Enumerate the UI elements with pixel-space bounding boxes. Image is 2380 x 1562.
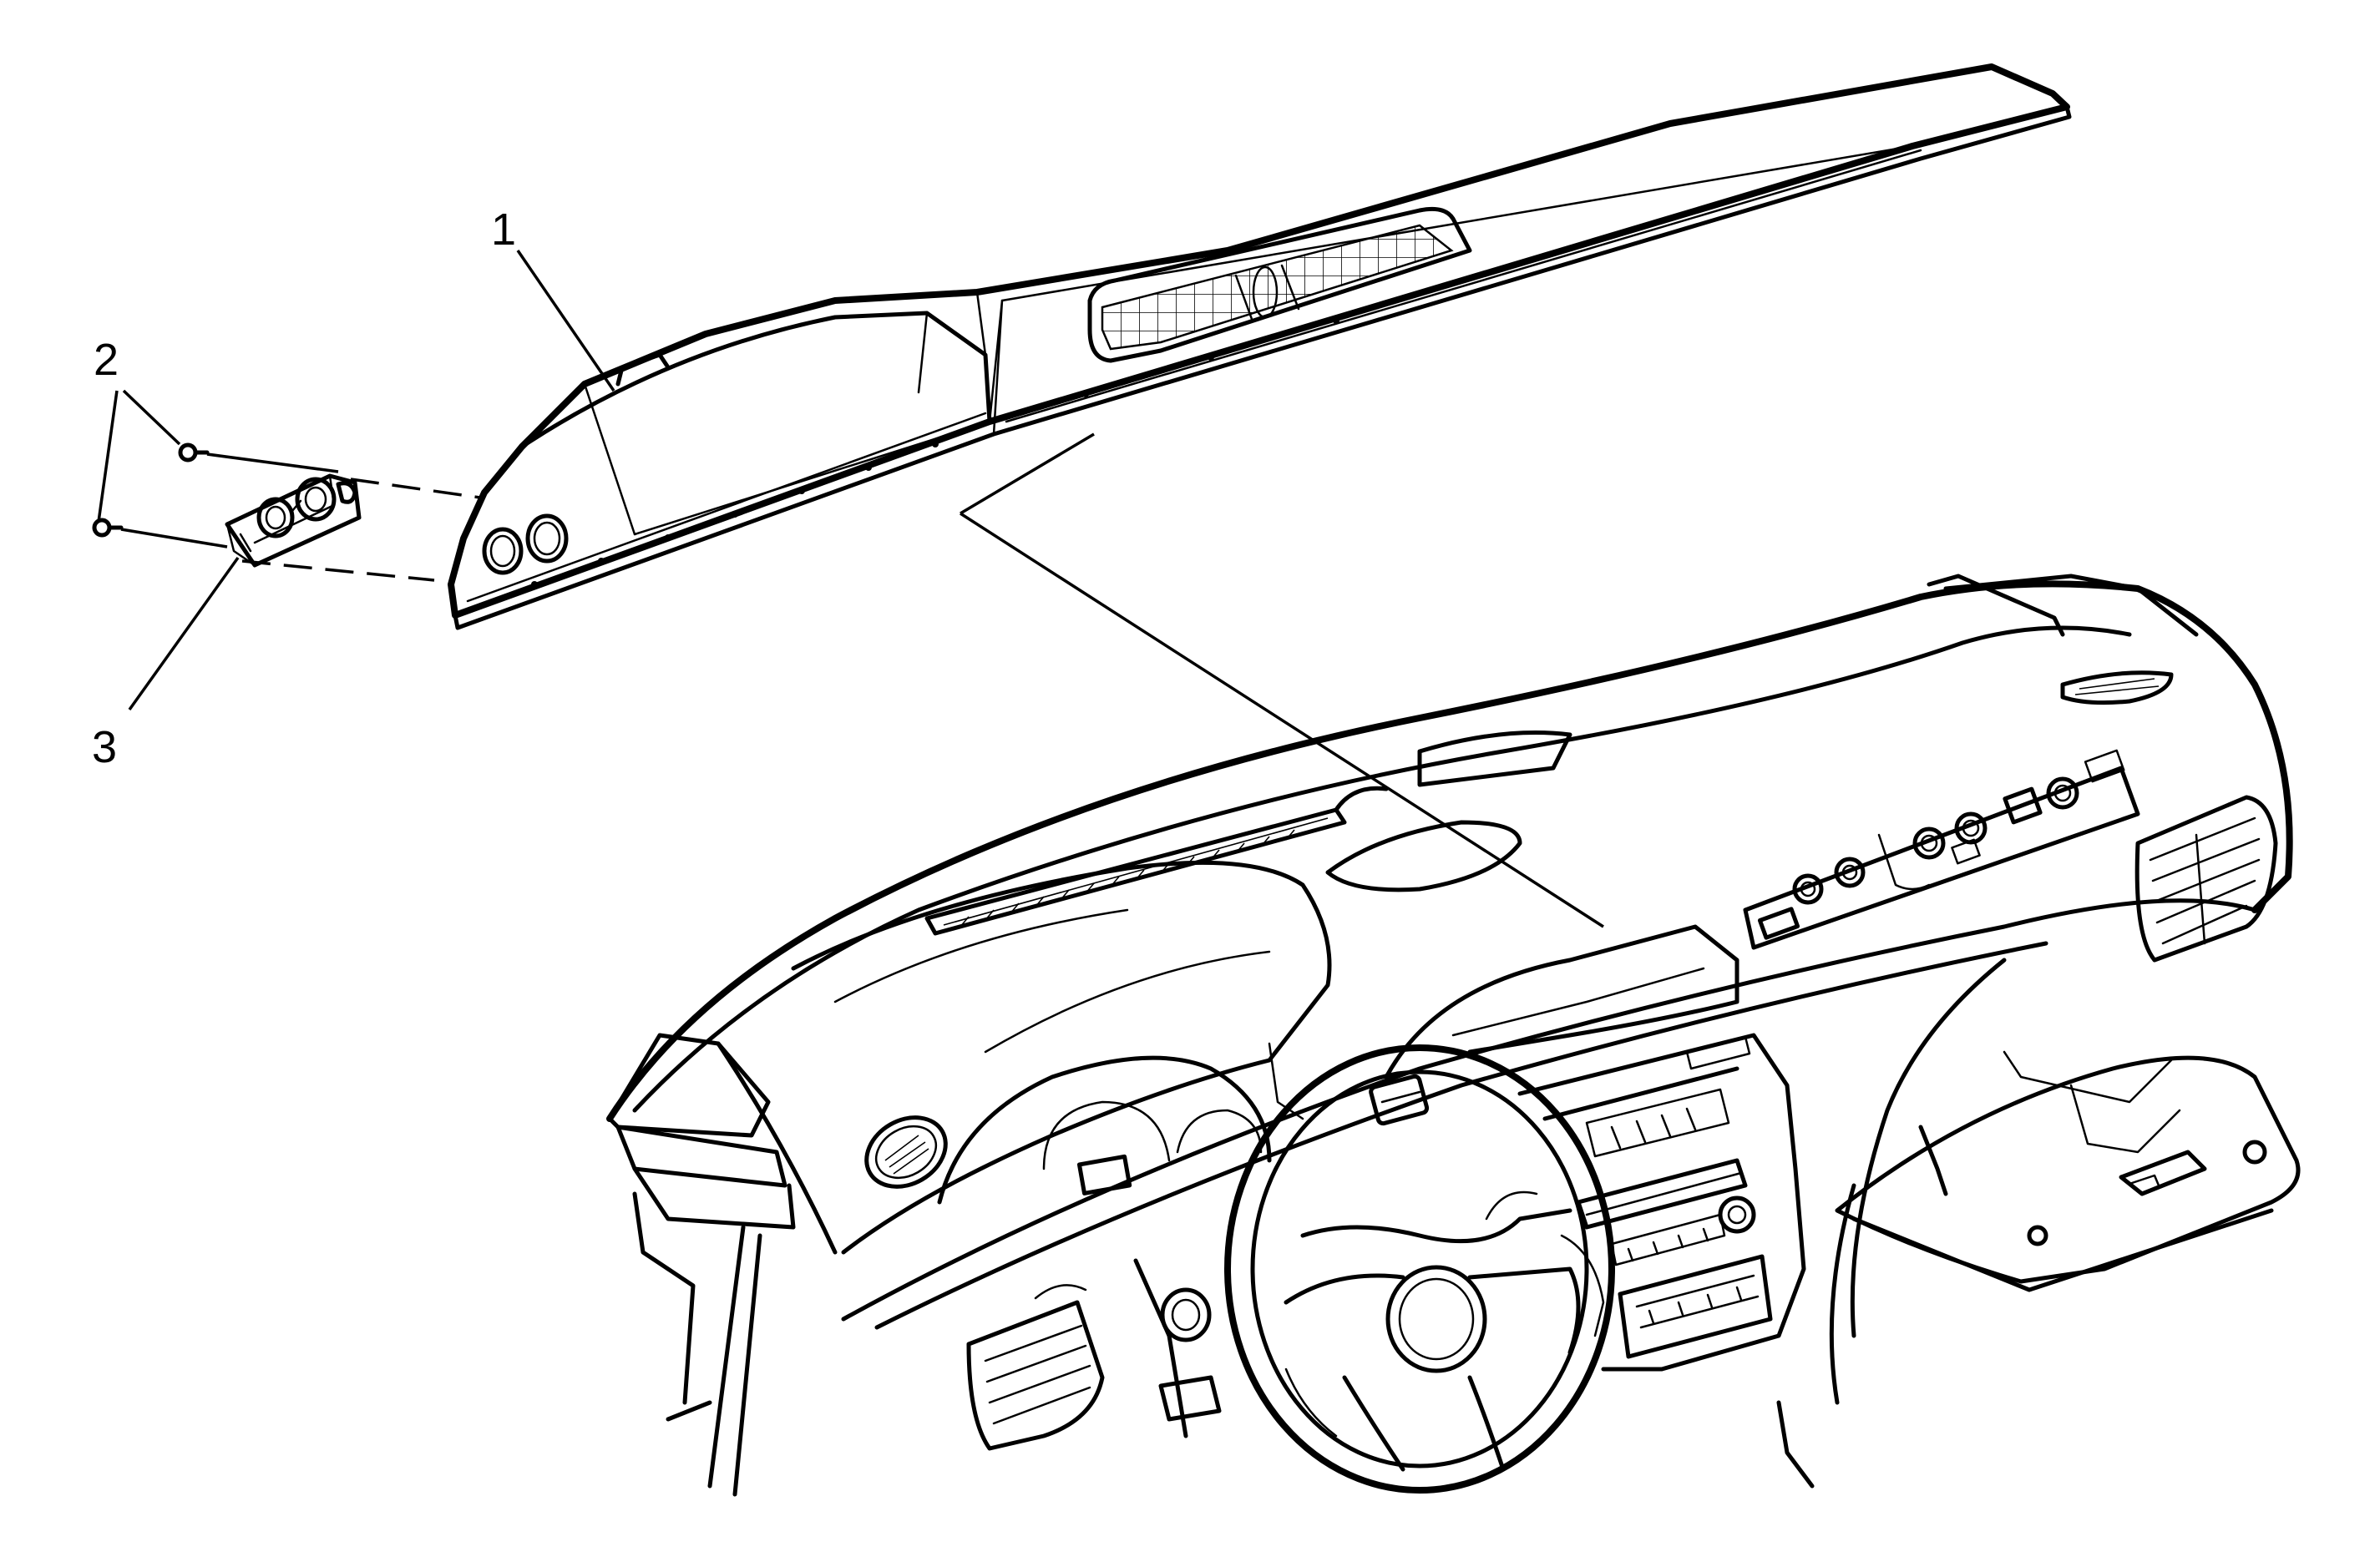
display-bracket xyxy=(225,473,362,568)
right-vent xyxy=(2134,795,2278,963)
left-round-vent xyxy=(864,1115,948,1189)
glove-box xyxy=(1835,1050,2301,1292)
upper-trim-panel xyxy=(448,63,2072,630)
steering-wheel xyxy=(1224,1044,1615,1494)
defroster-grille xyxy=(1087,206,1472,363)
leader-lines xyxy=(97,250,1604,928)
center-stack xyxy=(1517,1033,1806,1372)
callout-2-label: 2 xyxy=(94,335,119,385)
instrument-panel xyxy=(606,574,2301,1497)
callout-1-label: 1 xyxy=(491,205,517,255)
fastener-screw-lower xyxy=(92,518,124,538)
fastener-screw-upper xyxy=(178,442,210,463)
lower-left-vent xyxy=(966,1300,1105,1451)
explode-lines xyxy=(120,452,481,582)
callout-3-label: 3 xyxy=(92,722,118,772)
switch-bank xyxy=(1743,749,2140,950)
panel-clip-dots xyxy=(531,317,1339,588)
